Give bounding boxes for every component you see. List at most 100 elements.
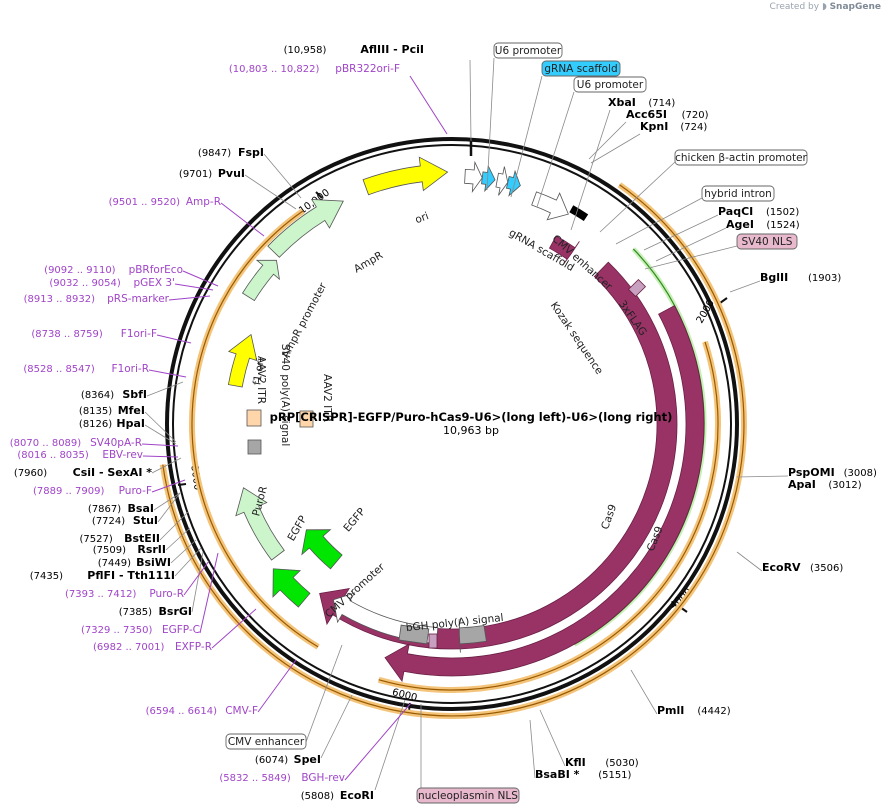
primer-lead-line <box>151 479 186 493</box>
primer-f1ori-r[interactable]: F1ori-R(8528 .. 8547) <box>23 363 149 375</box>
site-sbfi[interactable]: (8364)SbfI <box>81 388 147 401</box>
site-stui[interactable]: (7724)StuI <box>92 514 158 527</box>
site-hpai[interactable]: (8126) HpaI <box>79 417 145 430</box>
feature-sv40-polya <box>247 439 262 455</box>
primer-puro-r[interactable]: Puro-R(7393 .. 7412) <box>65 588 184 600</box>
primer-pbr322ori-f[interactable]: pBR322ori-F(10,803 .. 10,822) <box>229 63 400 75</box>
site-position: (10,958) <box>284 45 327 56</box>
site-lead-line <box>320 694 353 759</box>
backbone-outer <box>165 137 739 711</box>
feature-ori <box>362 156 449 196</box>
feature-sv40-nls <box>627 278 647 298</box>
site-position: (8126) <box>79 419 112 430</box>
primer-prs-marker[interactable]: pRS-marker(8913 .. 8932) <box>24 293 170 305</box>
primer-egfp-c[interactable]: EGFP-C(7329 .. 7350) <box>81 624 200 636</box>
site-lead-line <box>729 280 761 293</box>
callout-box <box>701 185 775 202</box>
primer-lead-line <box>344 702 412 781</box>
site-fspi[interactable]: (9847)FspI <box>198 146 264 159</box>
callout-nucleoplasmin-nls[interactable]: nucleoplasmin NLS <box>416 787 520 804</box>
callout-lead-line <box>599 161 676 233</box>
primer-bgh-rev[interactable]: BGH-rev(5832 .. 5849) <box>219 772 345 784</box>
site-rsrii[interactable]: (7509) RsrII <box>93 543 166 556</box>
site-position: (724) <box>680 122 707 133</box>
site-pflfi[interactable]: (7435)PflFI - Tth111I <box>30 569 175 582</box>
primer-exfp-r[interactable]: EXFP-R(6982 .. 7001) <box>93 641 212 653</box>
callout-text: chicken β-actin promoter <box>675 152 807 164</box>
primer-name: Puro-F <box>119 485 152 497</box>
site-pvui[interactable]: (9701)PvuI <box>179 167 245 180</box>
primer-cmv-f[interactable]: CMV-F (6594 .. 6614) <box>146 705 258 717</box>
site-position: (3008) <box>844 468 877 479</box>
primer-name: F1ori-R <box>112 363 149 375</box>
site-bsrgi[interactable]: (7385)BsrGI <box>119 605 192 618</box>
primer-name: pBRforEco <box>129 264 183 276</box>
feature-grna-scaffold <box>505 169 521 197</box>
callout-hybrid-intron[interactable]: hybrid intron <box>701 185 775 202</box>
site-pmli[interactable]: PmlI(4442) <box>657 704 731 717</box>
callout-grna-scaffold[interactable]: gRNA scaffold <box>541 60 621 77</box>
site-position: (1903) <box>808 273 841 284</box>
site-xbai[interactable]: XbaI(714) <box>608 96 675 109</box>
site-bsabi[interactable]: BsaBI *(5151) <box>535 768 632 781</box>
tick-mark <box>315 191 323 199</box>
site-name: KpnI <box>640 120 668 133</box>
site-kfli[interactable]: KflI(5030) <box>565 756 639 769</box>
site-agei[interactable]: AgeI(1524) <box>726 218 800 231</box>
site-lead-line <box>570 109 611 231</box>
watermark-prefix: Created by <box>769 2 820 12</box>
feature-highlight-core <box>162 184 745 717</box>
site-name: EcoRI <box>340 789 374 802</box>
callout-cmv-enhancer[interactable]: CMV enhancer <box>225 733 307 750</box>
site-lead-line <box>157 492 181 523</box>
site-mfei[interactable]: (8135)MfeI <box>79 404 145 417</box>
site-spei[interactable]: (6074)SpeI <box>255 753 321 766</box>
site-afliii[interactable]: (10,958)AflIII - PciI <box>284 43 424 56</box>
site-position: (7509) <box>93 545 126 556</box>
primer-position: (8913 .. 8932) <box>24 294 96 305</box>
site-name: HpaI <box>116 417 145 430</box>
callout-u6-promoter[interactable]: U6 promoter <box>573 76 647 93</box>
primer-lead-line <box>182 270 219 287</box>
tick-mark <box>177 483 187 486</box>
site-lead-line <box>244 174 297 210</box>
site-lead-line <box>630 669 658 715</box>
site-pspomi[interactable]: PspOMI(3008) <box>788 466 877 479</box>
feature-label-sv40-poly-a-signal: SV40 poly(A) signal <box>279 344 291 447</box>
site-bglii[interactable]: BglII(1903) <box>760 271 841 284</box>
site-bsai[interactable]: (7867)BsaI <box>88 502 154 515</box>
site-apai[interactable]: ApaI(3012) <box>788 478 862 491</box>
site-position: (8135) <box>79 406 112 417</box>
site-name: SbfI <box>122 388 147 401</box>
site-kpni[interactable]: KpnI (724) <box>640 120 707 133</box>
site-bsteii[interactable]: (7527)BstEII <box>80 532 160 545</box>
primer-position: (5832 .. 5849) <box>219 773 291 784</box>
site-position: (1524) <box>766 220 799 231</box>
site-lead-line <box>153 492 181 511</box>
primer-sv40pa-r[interactable]: SV40pA-R(8070 .. 8089) <box>10 437 142 449</box>
callout-lead-line <box>536 91 575 208</box>
site-ecori[interactable]: (5808)EcoRI <box>301 789 374 802</box>
primer-pbrforeco[interactable]: pBRforEco (9092 .. 9110) <box>44 264 183 276</box>
feature-label-ori: ori <box>413 210 430 226</box>
site-acc65i[interactable]: Acc65I(720) <box>626 108 709 121</box>
site-lead-line <box>588 121 627 160</box>
primer-position: (6594 .. 6614) <box>146 706 218 717</box>
site-name: RsrII <box>137 543 166 556</box>
primer-puro-f[interactable]: Puro-F(7889 .. 7909) <box>33 485 152 497</box>
site-bsiwi[interactable]: (7449)BsiWI <box>98 556 171 569</box>
primer-ebv-rev[interactable]: EBV-rev(8016 .. 8035) <box>17 449 143 461</box>
primer-f1ori-f[interactable]: F1ori-F(8738 .. 8759) <box>31 328 157 340</box>
site-csii[interactable]: (7960)CsiI - SexAI * <box>14 466 152 479</box>
primer-amp-r[interactable]: Amp-R(9501 .. 9520) <box>109 196 221 208</box>
callout-chicken-actin-promoter[interactable]: chicken β-actin promoter <box>674 149 808 166</box>
site-paqci[interactable]: PaqCI(1502) <box>718 205 799 218</box>
primer-position: (9092 .. 9110) <box>44 265 116 276</box>
primer-pgex-3[interactable]: pGEX 3'(9032 .. 9054) <box>49 277 175 289</box>
feature-label-egfp: EGFP <box>341 506 368 535</box>
site-ecorv[interactable]: EcoRV(3506) <box>762 561 843 574</box>
primer-name: CMV-F <box>225 705 258 717</box>
callout-sv40-nls[interactable]: SV40 NLS <box>736 233 798 250</box>
callout-u6-promoter[interactable]: U6 promoter <box>493 42 563 59</box>
site-position: (7527) <box>80 534 113 545</box>
